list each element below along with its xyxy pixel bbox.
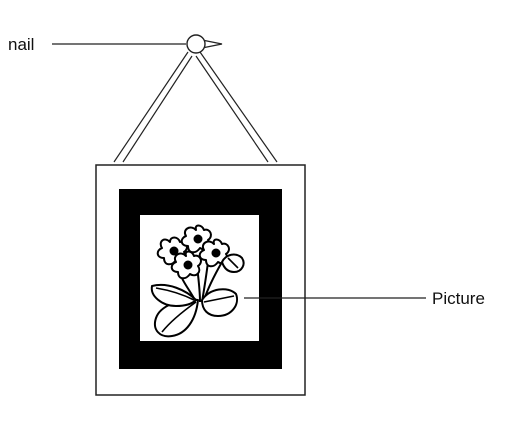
nail-label: nail [8, 35, 34, 54]
picture-label: Picture [432, 289, 485, 308]
nail-icon [186, 34, 223, 54]
flower-illustration [150, 224, 245, 338]
hanging-wire [113, 51, 278, 163]
